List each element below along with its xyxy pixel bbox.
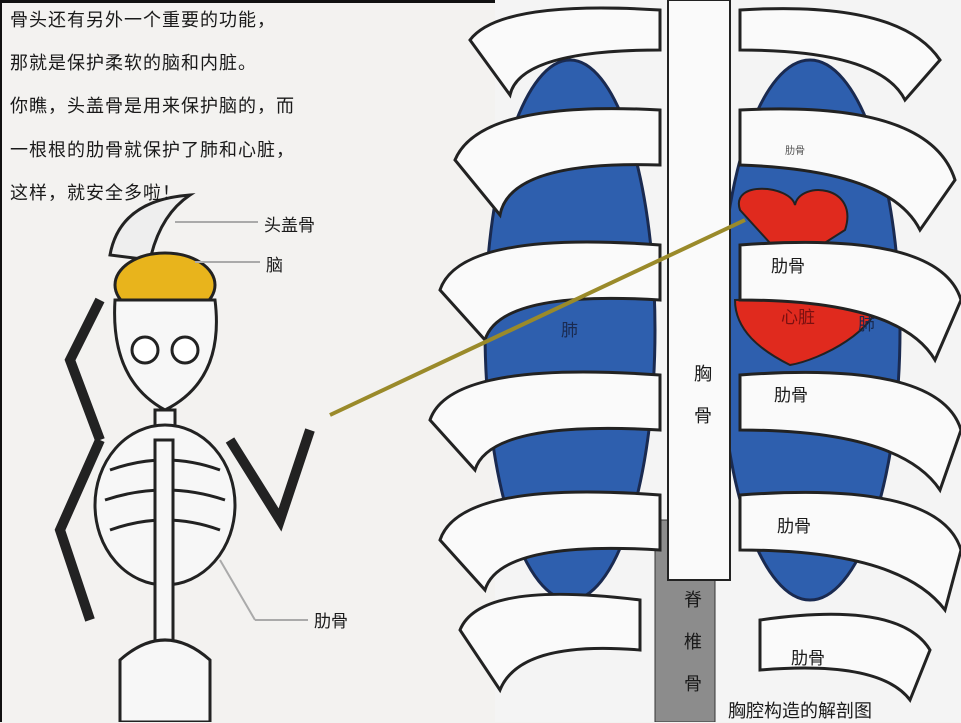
skull	[113, 298, 218, 412]
label-rib-2: 肋骨	[774, 386, 808, 406]
label-rib-4: 肋骨	[791, 649, 825, 669]
intro-line-2: 那就是保护柔软的脑和内脏。	[10, 53, 257, 74]
heart-upper	[737, 187, 849, 267]
skeleton-illustration	[54, 193, 315, 722]
sternum	[667, 0, 731, 581]
label-spine-char: 骨	[684, 674, 702, 695]
intro-line-5: 这样，就安全多啦！	[10, 183, 181, 204]
label-lung-left: 肺	[561, 321, 578, 341]
pointer-stick	[329, 218, 746, 417]
label-spine: 脊 椎 骨	[683, 580, 703, 706]
label-rib-1: 肋骨	[771, 257, 805, 277]
intro-line-1: 骨头还有另外一个重要的功能，	[10, 10, 276, 31]
label-spine-char: 椎	[684, 632, 702, 653]
label-skeleton-ribs: 肋骨	[314, 612, 348, 632]
label-sternum-char: 骨	[694, 406, 712, 427]
intro-line-4: 一根根的肋骨就保护了肺和心脏，	[10, 140, 295, 161]
caption: 胸腔构造的解剖图	[728, 701, 872, 722]
label-heart: 心脏	[781, 308, 815, 328]
label-brain: 脑	[266, 256, 283, 276]
intro-line-3: 你瞧，头盖骨是用来保护脑的，而	[10, 96, 295, 117]
skull-cap	[108, 193, 196, 262]
label-sternum: 胸 骨	[693, 354, 713, 438]
label-lung-right: 肺	[858, 315, 875, 335]
label-sternum-char: 胸	[694, 364, 712, 385]
ribcage-illustration	[428, 0, 961, 722]
label-rib-top: 肋骨	[785, 146, 805, 157]
label-spine-char: 脊	[684, 590, 702, 611]
label-rib-3: 肋骨	[777, 517, 811, 537]
label-skull: 头盖骨	[264, 216, 315, 236]
leader-lines	[175, 221, 308, 621]
